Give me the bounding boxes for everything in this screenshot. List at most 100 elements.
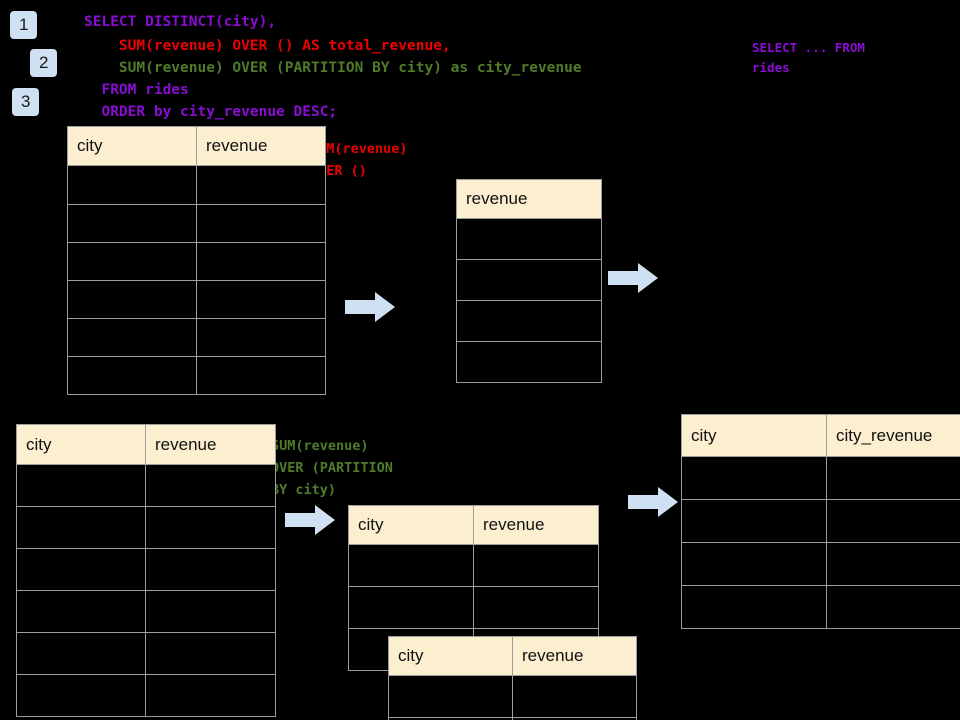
column-header-city: city [681,414,827,457]
cell-revenue [196,204,326,243]
sql-line-order-by: ORDER by city_revenue DESC; [84,104,338,120]
step-badge-3: 3 [12,88,40,116]
arrow-right-icon [285,505,335,535]
table-row [16,674,276,717]
table-row [456,218,602,260]
annotation-city-revenue-line-2: OVER (PARTITION [271,460,393,476]
table-row [67,204,326,243]
cell-revenue [456,218,602,260]
cell-city [16,590,146,633]
cell-revenue [196,318,326,357]
table-header-row: city city_revenue [681,414,960,457]
cell-revenue [145,548,276,591]
arrow-source-to-total [345,292,395,327]
table-row [67,280,326,319]
total-revenue-table: revenue [456,179,602,383]
cell-city [681,499,827,543]
cell-revenue [512,675,637,718]
cell-revenue [145,674,276,717]
cell-city [67,165,197,205]
table-row [16,548,276,591]
cell-city [388,675,513,718]
cell-revenue [456,300,602,342]
step-badge-2: 2 [30,49,58,77]
cell-city [681,585,827,629]
table-row [456,259,602,301]
cell-revenue [196,242,326,281]
cell-city [67,280,197,319]
rides-source-table-partitioned: city revenue [16,424,276,717]
cell-revenue [196,165,326,205]
sql-line-total-revenue: SUM(revenue) OVER () AS total_revenue, [84,38,451,54]
cell-revenue [456,259,602,301]
table-row [681,585,960,629]
table-row [16,506,276,549]
cell-city [348,586,474,629]
cell-city [681,456,827,500]
table-row [681,542,960,586]
table-row [67,356,326,395]
partition-group-table-back: city revenue [348,505,599,671]
table-header-row: city revenue [348,505,599,545]
cell-city [16,674,146,717]
table-header-row: city revenue [388,636,637,676]
cell-city-revenue [826,456,960,500]
table-row [67,165,326,205]
sql-line-from: FROM rides [84,82,189,98]
cell-revenue [145,632,276,675]
sql-line-select: SELECT DISTINCT(city), [84,14,277,30]
column-header-city: city [388,636,513,676]
column-header-revenue: revenue [512,636,637,676]
column-header-revenue: revenue [196,126,326,166]
column-header-city-revenue: city_revenue [826,414,960,457]
table-row [16,632,276,675]
arrow-source-to-partition [285,505,335,540]
arrow-right-icon [628,487,678,517]
arrow-partition-to-result [628,487,678,522]
step-badge-1: 1 [10,11,38,39]
sql-line-city-revenue: SUM(revenue) OVER (PARTITION BY city) as… [84,60,582,76]
table-row [67,318,326,357]
column-header-city: city [16,424,146,465]
column-header-revenue: revenue [473,505,599,545]
table-row [348,544,599,587]
arrow-right-icon [345,292,395,322]
cell-city [681,542,827,586]
table-header-row: city revenue [67,126,326,166]
table-row [16,464,276,507]
table-row [388,675,637,718]
table-row [388,717,637,720]
table-header-row: revenue [456,179,602,219]
cell-revenue [456,341,602,383]
column-header-city: city [67,126,197,166]
cell-city [67,204,197,243]
sql-aside-line-1: SELECT ... FROM [752,40,865,55]
table-header-row: city revenue [16,424,276,465]
column-header-city: city [348,505,474,545]
partition-group-table-front: city revenue [388,636,637,720]
cell-city-revenue [826,542,960,586]
cell-city [16,632,146,675]
rides-source-table: city revenue [67,126,326,395]
final-result-table: city city_revenue [681,414,960,629]
table-row [681,499,960,543]
annotation-city-revenue-line-1: SUM(revenue) [271,438,369,454]
cell-city-revenue [826,585,960,629]
cell-city-revenue [826,499,960,543]
cell-city [348,544,474,587]
cell-revenue [145,506,276,549]
table-row [456,341,602,383]
annotation-city-revenue-line-3: BY city) [271,482,337,498]
arrow-total-to-result [608,263,658,298]
cell-city [16,464,146,507]
cell-city [16,506,146,549]
column-header-revenue: revenue [145,424,276,465]
cell-revenue [512,717,637,720]
cell-revenue [196,356,326,395]
table-row [16,590,276,633]
table-row [456,300,602,342]
table-row [67,242,326,281]
sql-aside-line-2: rides [752,60,790,75]
table-row [681,456,960,500]
annotation-total-revenue-line-1: SUM(revenue) [310,141,408,157]
